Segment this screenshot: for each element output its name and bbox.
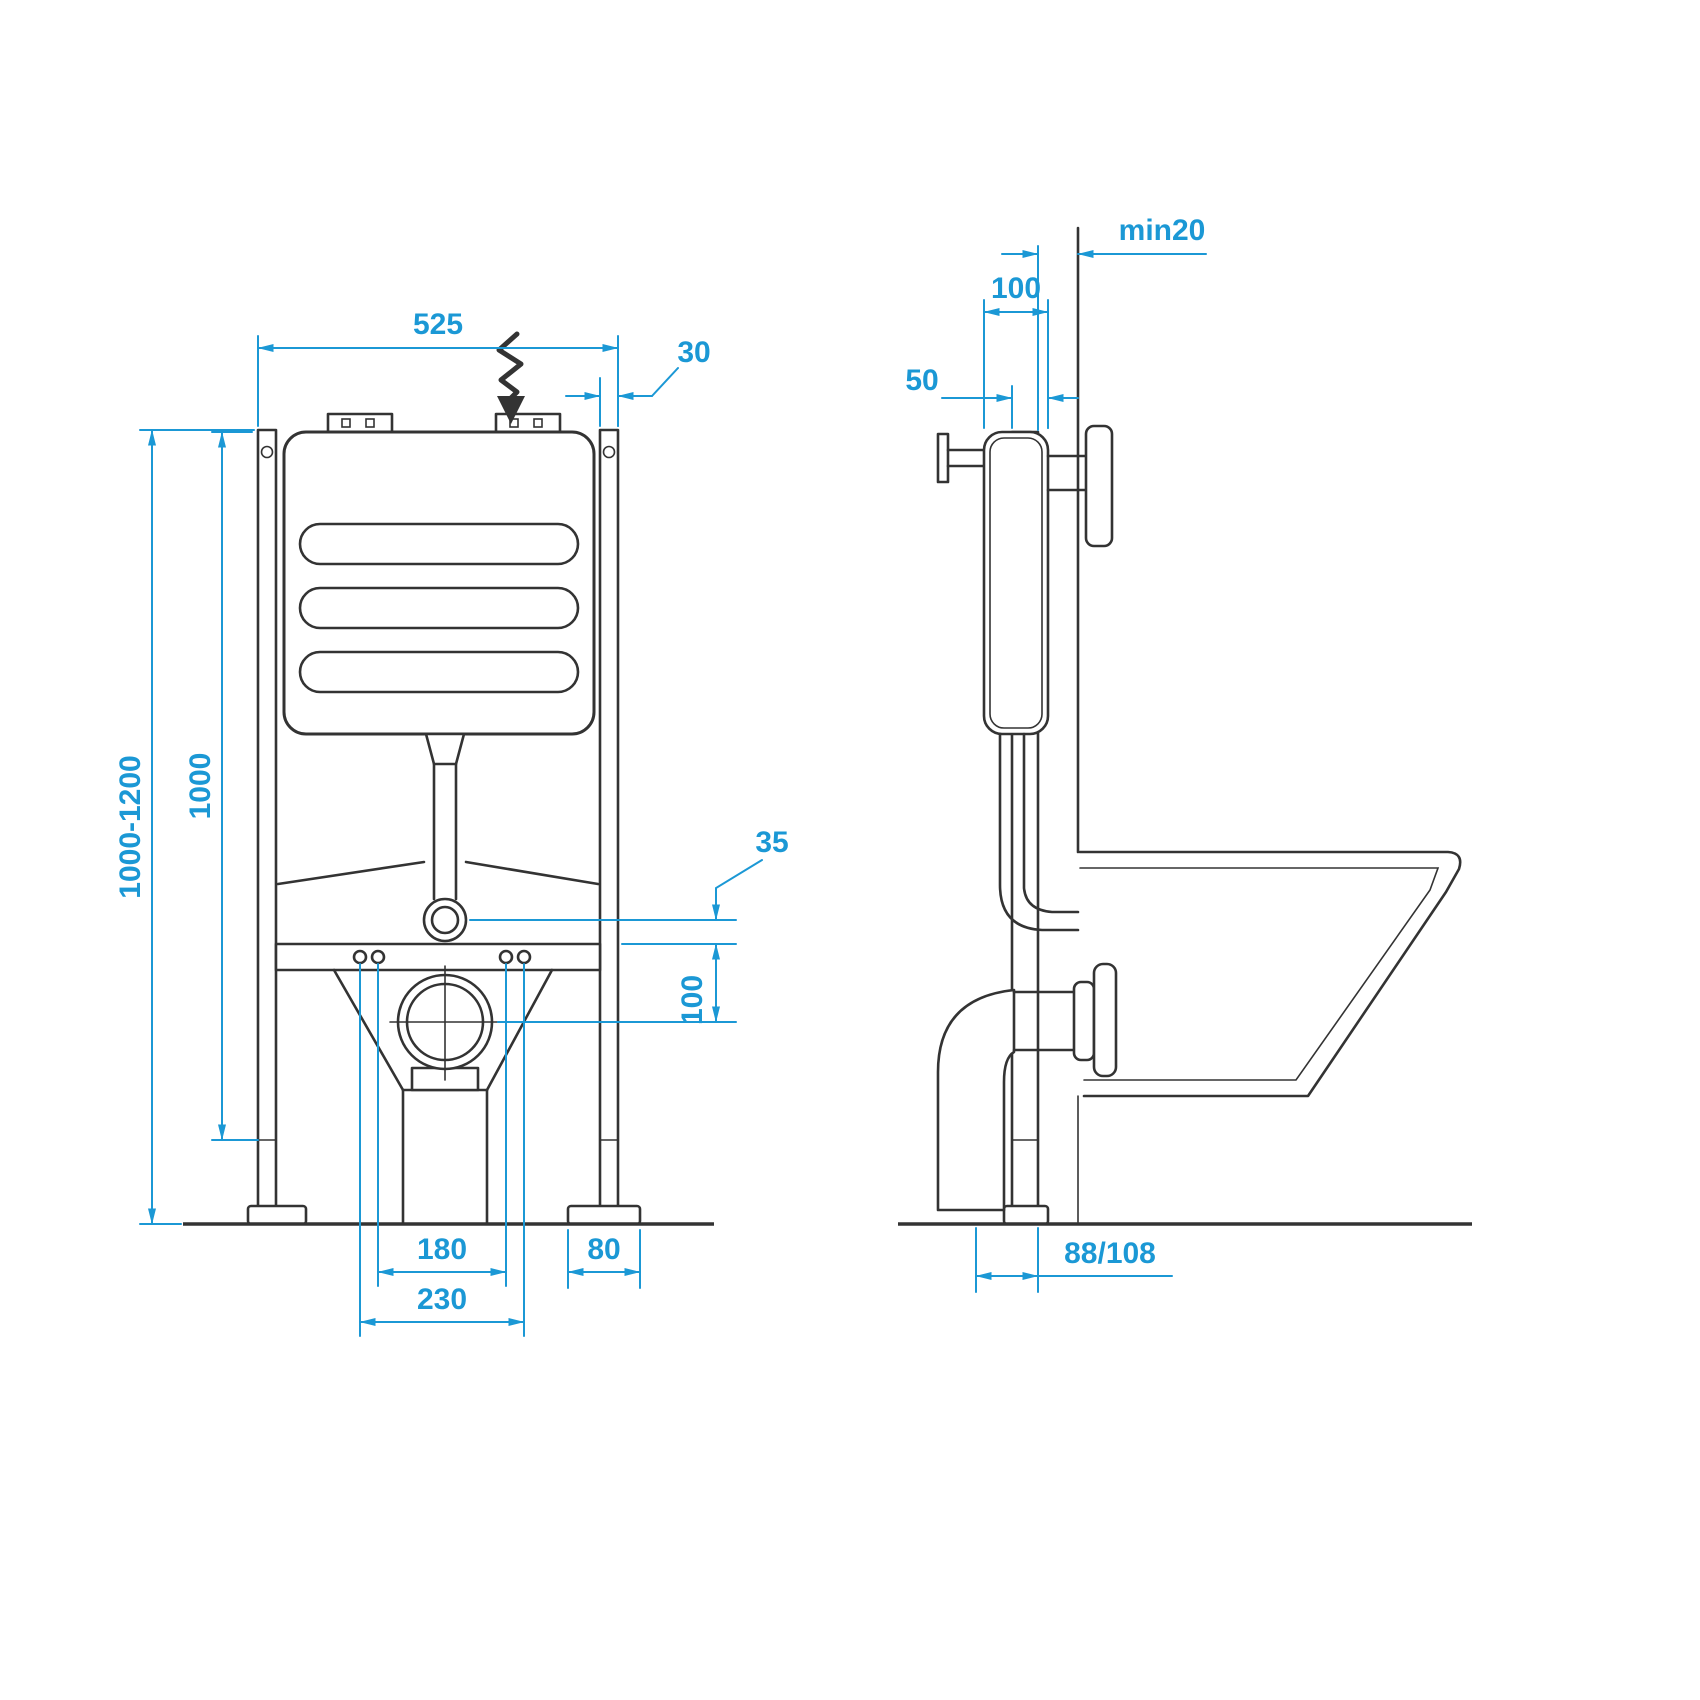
funnel-left xyxy=(332,968,405,1092)
dim-pipe-offset-label: 35 xyxy=(755,826,788,859)
dimensions-side: min20 100 50 xyxy=(905,214,1207,1293)
dim-inner-centres-label: 180 xyxy=(417,1233,467,1266)
dim-front-gap: 50 xyxy=(905,364,1079,429)
dim-profile-depth: 30 xyxy=(565,336,711,427)
flush-pipe-side xyxy=(998,732,1080,932)
dim-outlet-depth: 88/108 xyxy=(975,1227,1173,1293)
outlet-flange-inner xyxy=(1072,980,1096,1062)
left-rail xyxy=(256,428,278,1212)
dim-foot-width: 80 xyxy=(567,1229,641,1289)
dim-outlet-drop: 100 xyxy=(497,943,737,1025)
dim-min-wall-label: min20 xyxy=(1119,214,1206,247)
mount-tab-right xyxy=(494,412,562,434)
bracket-plate xyxy=(936,432,950,484)
dim-frame-width-label: 525 xyxy=(413,308,463,341)
flush-plate-body xyxy=(1084,424,1114,548)
dim-outlet-depth-label: 88/108 xyxy=(1064,1237,1156,1270)
outlet-flange-outer xyxy=(1092,962,1118,1078)
dim-foot-width-label: 80 xyxy=(587,1233,620,1266)
frame-foot xyxy=(1002,1204,1050,1226)
flush-elbow-outer xyxy=(422,897,468,943)
cistern-slot-3 xyxy=(298,650,580,694)
mount-tab-left xyxy=(326,412,394,434)
dim-inner-centres: 180 xyxy=(377,1233,507,1276)
cistern-profile-inner xyxy=(989,437,1043,729)
flush-pipe xyxy=(422,732,468,943)
bowl-bracket-lines xyxy=(276,860,600,886)
side-view: min20 100 50 xyxy=(898,214,1472,1293)
dim-install-height-range-label: 1000-1200 xyxy=(114,755,147,898)
frame-rails xyxy=(246,428,642,1226)
dim-outlet-drop-label: 100 xyxy=(676,975,709,1025)
left-foot xyxy=(246,1204,308,1226)
dim-frame-height: 1000 xyxy=(184,431,259,1141)
cistern-slot-1 xyxy=(298,522,580,566)
cistern-side xyxy=(982,430,1050,736)
fixing-bolts xyxy=(352,949,532,965)
flush-bell xyxy=(424,732,466,766)
front-view: 525 30 1000-1200 xyxy=(114,308,789,1337)
right-foot xyxy=(566,1204,642,1226)
toilet-bowl xyxy=(1078,850,1462,1098)
dim-outer-centres: 230 xyxy=(359,1283,525,1326)
dim-pipe-offset: 35 xyxy=(469,826,789,945)
drain-elbow xyxy=(936,962,1118,1212)
dimensions-front: 525 30 1000-1200 xyxy=(114,308,789,1337)
tab-hole xyxy=(365,418,375,428)
flush-plate xyxy=(1046,424,1114,548)
right-rail-hole xyxy=(602,445,616,459)
left-rail-hole xyxy=(260,445,274,459)
cistern-slot-2 xyxy=(298,586,580,630)
dim-frame-height-label: 1000 xyxy=(184,753,217,820)
dim-frame-width: 525 xyxy=(257,308,619,427)
tab-hole xyxy=(509,418,519,428)
dim-install-height-range: 1000-1200 xyxy=(114,429,255,1225)
dim-outer-centres-label: 230 xyxy=(417,1283,467,1316)
bolt-extension-lines xyxy=(359,963,525,1337)
cistern xyxy=(282,412,596,736)
dim-front-gap-label: 50 xyxy=(905,364,938,397)
outlet-assembly xyxy=(332,965,554,1225)
tab-hole xyxy=(533,418,543,428)
dim-cistern-depth-label: 100 xyxy=(991,272,1041,305)
dim-min-wall: min20 xyxy=(1001,214,1207,431)
right-rail xyxy=(598,428,620,1212)
cistern-profile xyxy=(982,430,1050,736)
crossbar xyxy=(274,942,602,972)
tab-hole xyxy=(341,418,351,428)
crossbar-rail xyxy=(274,942,602,972)
funnel-right xyxy=(485,968,554,1092)
flush-elbow-inner xyxy=(430,905,460,935)
dim-profile-depth-label: 30 xyxy=(677,336,710,369)
